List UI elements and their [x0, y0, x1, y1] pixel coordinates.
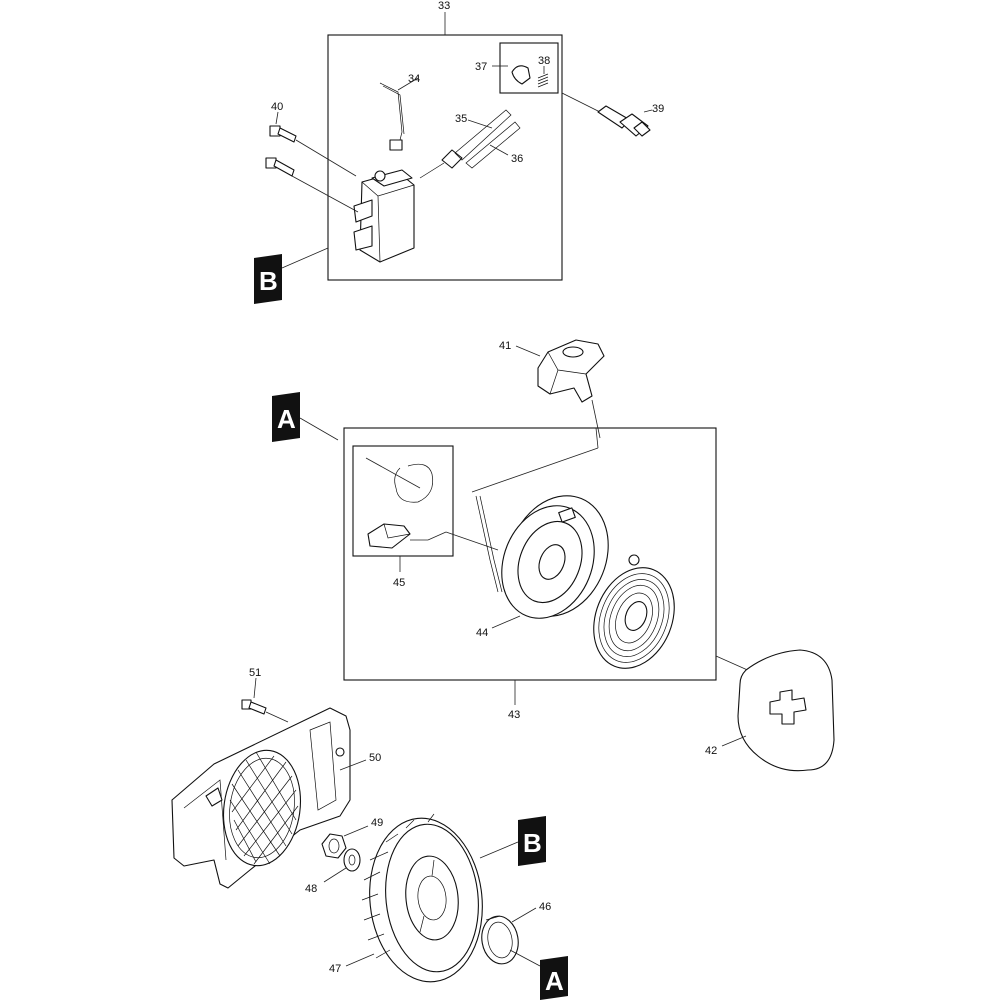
group-box-45 — [352, 445, 454, 557]
pawl-45 — [367, 523, 411, 549]
group-box-37 — [499, 42, 559, 94]
recoil-spring — [593, 554, 675, 669]
ring-46 — [481, 915, 519, 965]
ignition-coil — [353, 169, 415, 263]
flywheel-47 — [361, 813, 483, 983]
reference-tag-a-upper: A — [272, 392, 300, 442]
label-42: 42 — [705, 745, 717, 757]
label-37: 37 — [475, 61, 487, 73]
svg-text:A: A — [545, 966, 564, 996]
label-49: 49 — [371, 817, 383, 829]
spring-38 — [537, 73, 549, 88]
label-39: 39 — [652, 103, 664, 115]
svg-text:B: B — [259, 266, 278, 296]
label-48: 48 — [305, 883, 317, 895]
spring-clip-45 — [394, 463, 434, 503]
label-38: 38 — [538, 55, 550, 67]
label-40: 40 — [271, 101, 283, 113]
starter-pulley-44 — [475, 495, 609, 619]
group-box-43 — [343, 427, 717, 681]
plug-cap-37 — [511, 65, 531, 85]
label-41: 41 — [499, 340, 511, 352]
tube-35 — [419, 109, 512, 179]
starter-handle-41 — [537, 339, 605, 403]
label-36: 36 — [511, 153, 523, 165]
bolt-40 — [269, 125, 297, 143]
spark-plug-39 — [597, 105, 651, 137]
label-50: 50 — [369, 752, 381, 764]
fan-housing-50 — [171, 707, 351, 889]
label-45: 45 — [393, 577, 405, 589]
reference-tag-b-top: B — [254, 254, 282, 304]
nut-49 — [321, 833, 347, 859]
label-51: 51 — [249, 667, 261, 679]
svg-text:B: B — [523, 828, 542, 858]
label-33: 33 — [438, 0, 450, 12]
starter-plate-42 — [737, 649, 835, 772]
label-47: 47 — [329, 963, 341, 975]
label-34: 34 — [408, 73, 420, 85]
tube-36 — [465, 121, 521, 169]
bolt-40-lower — [265, 157, 295, 177]
wire-clip-34 — [379, 82, 405, 151]
label-46: 46 — [539, 901, 551, 913]
label-44: 44 — [476, 627, 488, 639]
washer-48 — [343, 848, 361, 872]
svg-text:A: A — [277, 404, 296, 434]
reference-tag-a-bottom: A — [540, 956, 568, 1000]
reference-tag-b-bottom: B — [518, 816, 546, 866]
label-43: 43 — [508, 709, 520, 721]
screw-51 — [241, 699, 267, 715]
label-35: 35 — [455, 113, 467, 125]
